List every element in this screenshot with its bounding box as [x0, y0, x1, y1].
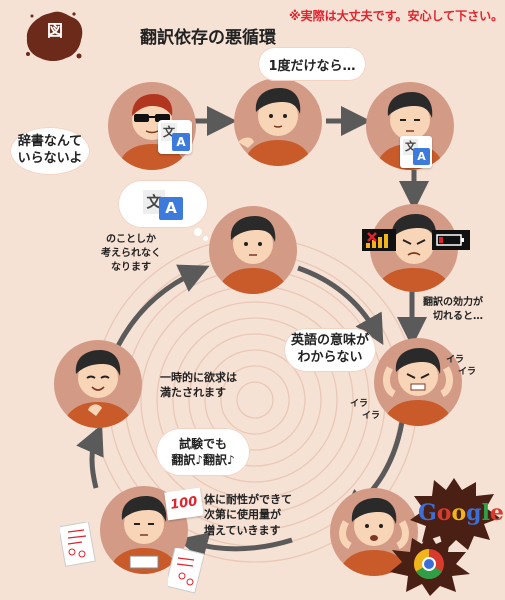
speech-jisho-line2: いらないよ	[17, 151, 83, 166]
translate-icon-left: 文	[161, 123, 177, 141]
translate-app-icon: 文 A	[158, 120, 192, 154]
iraira-3: イラ	[350, 399, 369, 409]
thought-icon-right: A	[159, 197, 183, 220]
test-paper-icon	[60, 522, 96, 567]
caption-koka-line2: 切れると…	[433, 311, 483, 322]
caption-ichiji-line1: 一時的に欲求は	[160, 371, 237, 384]
speech-shiken-line2: 翻訳♪翻訳♪	[171, 453, 235, 467]
google-burst-icon	[410, 478, 500, 552]
iraira-2: イラ	[458, 367, 477, 377]
caption-koka: 翻訳の効力が 切れると…	[423, 296, 483, 324]
speech-eigo: 英語の意味が わからない	[284, 328, 376, 372]
score-sheet: 100	[164, 487, 204, 521]
google-logo: Google	[418, 500, 504, 526]
caption-nokoto-line3: なります	[111, 262, 151, 273]
google-logo-l: l	[481, 500, 490, 526]
caption-taisei-line2: 次第に使用量が	[204, 508, 281, 522]
caption-nokoto-line2: 考えられなく	[101, 248, 161, 259]
low-signal-icon	[362, 229, 396, 251]
translate-app-icon-2: 文 A	[400, 136, 432, 168]
google-logo-g1: G	[418, 500, 437, 526]
translate-icon-right-2: A	[413, 148, 430, 165]
google-logo-o1: o	[436, 500, 452, 526]
google-logo-g2: g	[466, 500, 482, 526]
node-obsessed	[209, 206, 297, 294]
caption-taisei-line1: 体に耐性ができて	[204, 493, 292, 506]
chrome-burst-icon	[390, 532, 470, 596]
diagram-title: 翻訳依存の悪循環	[140, 28, 276, 48]
iraira-1: イラ	[446, 355, 465, 365]
score-value: 100	[169, 494, 199, 513]
speech-eigo-line1: 英語の意味が	[290, 333, 369, 349]
caption-taisei-line3: 増えていきます	[204, 523, 281, 537]
speech-eigo-line2: わからない	[297, 350, 363, 365]
node-frustrated	[374, 338, 462, 426]
translate-icon-right: A	[172, 133, 190, 151]
node-satisfied	[54, 340, 142, 428]
google-logo-e: e	[489, 500, 504, 526]
node-curious	[234, 78, 322, 166]
badge-splat-icon	[26, 11, 83, 61]
thought-dot-1	[194, 228, 202, 236]
speech-shiken-line1: 試験でも	[178, 436, 227, 451]
iraira-4: イラ	[362, 411, 381, 421]
speech-ichido: 1度だけなら…	[258, 47, 366, 81]
caption-ichiji: 一時的に欲求は 満たされます	[160, 370, 237, 401]
caption-koka-line1: 翻訳の効力が	[423, 297, 483, 308]
thought-bubble: 文 A	[118, 180, 208, 228]
test-paper-icon-2	[168, 548, 204, 594]
google-logo-o2: o	[451, 500, 467, 526]
empty-battery-icon	[432, 230, 470, 250]
caption-nokoto: のことしか 考えられなく なります	[101, 233, 161, 275]
speech-jisho-line1: 辞書なんて	[17, 134, 83, 150]
caption-nokoto-line1: のことしか	[106, 234, 156, 245]
figure-badge: 図	[46, 21, 63, 40]
speech-jisho: 辞書なんて いらないよ	[10, 127, 90, 175]
caption-ichiji-line2: 満たされます	[160, 386, 226, 400]
caption-taisei: 体に耐性ができて 次第に使用量が 増えていきます	[204, 492, 292, 538]
disclaimer-note: ※実際は大丈夫です。安心して下さい。	[289, 9, 504, 23]
thought-dot-2	[203, 236, 208, 241]
speech-shiken: 試験でも 翻訳♪翻訳♪	[156, 428, 250, 476]
